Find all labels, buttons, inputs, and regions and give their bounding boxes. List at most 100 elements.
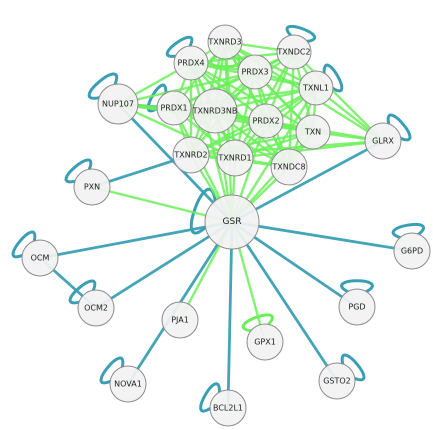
node-circle-ocm[interactable] bbox=[21, 239, 59, 277]
node-prdx3[interactable]: PRDX3 bbox=[237, 54, 273, 90]
edge-gsr-g6pd bbox=[230, 220, 414, 253]
node-circle-prdx2[interactable] bbox=[248, 103, 284, 139]
node-label-gpx1: GPX1 bbox=[254, 338, 276, 347]
self-loop-pxn bbox=[64, 158, 93, 184]
self-loop-txndc2 bbox=[285, 24, 317, 43]
node-txn[interactable]: TXN bbox=[295, 114, 331, 150]
edge-txn-txnrd2 bbox=[189, 130, 315, 157]
edge-nup107-txnrd1 bbox=[116, 102, 237, 160]
node-label-prdx1: PRDX1 bbox=[160, 104, 187, 113]
self-loop-bcl2l1 bbox=[199, 382, 221, 413]
node-label-nup107: NUP107 bbox=[102, 100, 134, 109]
node-circle-ocm2[interactable] bbox=[77, 289, 115, 327]
node-txndc8[interactable]: TXNDC8 bbox=[270, 148, 308, 186]
edge-glrx-txndc2 bbox=[292, 50, 385, 143]
node-pja1[interactable]: PJA1 bbox=[161, 301, 199, 339]
node-label-ocm2: OCM2 bbox=[84, 304, 108, 313]
node-circle-glrx[interactable] bbox=[364, 122, 402, 160]
node-label-prdx3: PRDX3 bbox=[241, 68, 268, 77]
node-circle-pja1[interactable] bbox=[161, 301, 199, 339]
node-label-g6pd: G6PD bbox=[401, 247, 423, 256]
node-circle-nova1[interactable] bbox=[109, 365, 147, 403]
node-circle-txnrd3[interactable] bbox=[207, 24, 243, 60]
node-label-txn: TXN bbox=[304, 128, 321, 137]
self-loop-glrx bbox=[386, 113, 412, 142]
node-gsto2[interactable]: GSTO2 bbox=[318, 362, 356, 400]
node-label-bcl2l1: BCL2L1 bbox=[213, 404, 243, 413]
self-loop-gpx1 bbox=[241, 313, 274, 333]
node-label-txndc8: TXNDC8 bbox=[271, 163, 305, 172]
self-loop-nup107 bbox=[87, 72, 119, 100]
node-circle-prdx1[interactable] bbox=[156, 90, 192, 126]
node-circle-txn[interactable] bbox=[295, 114, 331, 150]
node-txnrd3[interactable]: TXNRD3 bbox=[207, 24, 243, 60]
self-loop-txnl1 bbox=[322, 63, 344, 93]
node-circle-gsr[interactable] bbox=[204, 194, 260, 250]
node-label-txnrd3nb: TXNRD3NB bbox=[192, 107, 238, 116]
node-circle-txnrd3nb[interactable] bbox=[192, 88, 238, 134]
node-g6pd[interactable]: G6PD bbox=[393, 232, 431, 270]
edge-gsr-txnrd3 bbox=[223, 40, 234, 224]
node-glrx[interactable]: GLRX bbox=[364, 122, 402, 160]
node-label-pxn: PXN bbox=[84, 183, 100, 192]
node-label-pja1: PJA1 bbox=[171, 316, 189, 325]
node-circle-txnrd1[interactable] bbox=[216, 139, 254, 177]
node-circle-pgd[interactable] bbox=[338, 288, 376, 326]
node-label-txndc2: TXNDC2 bbox=[276, 48, 310, 57]
node-pxn[interactable]: PXN bbox=[73, 168, 111, 206]
edge-gsr-gsto2 bbox=[230, 220, 339, 383]
node-label-ocm: OCM bbox=[31, 254, 50, 263]
node-circle-prdx3[interactable] bbox=[237, 54, 273, 90]
node-txndc2[interactable]: TXNDC2 bbox=[276, 34, 312, 70]
node-txnrd2[interactable]: TXNRD2 bbox=[172, 136, 210, 174]
node-prdx4[interactable]: PRDX4 bbox=[173, 45, 209, 81]
node-label-txnl1: TXNL1 bbox=[302, 84, 329, 93]
node-circle-txndc8[interactable] bbox=[270, 148, 308, 186]
node-label-glrx: GLRX bbox=[372, 137, 394, 146]
node-label-prdx4: PRDX4 bbox=[177, 59, 204, 68]
node-label-txnrd2: TXNRD2 bbox=[173, 151, 207, 160]
node-circle-nup107[interactable] bbox=[97, 83, 139, 125]
node-pgd[interactable]: PGD bbox=[338, 288, 376, 326]
node-txnl1[interactable]: TXNL1 bbox=[298, 70, 334, 106]
edge-gsr-ocm bbox=[38, 220, 234, 260]
node-circle-gpx1[interactable] bbox=[246, 323, 284, 361]
edge-nup107-prdx3 bbox=[116, 70, 257, 106]
node-circle-g6pd[interactable] bbox=[393, 232, 431, 270]
self-loop-nova1 bbox=[99, 356, 125, 385]
self-loop-ocm bbox=[11, 230, 37, 259]
node-label-gsto2: GSTO2 bbox=[323, 377, 351, 386]
node-circle-gsto2[interactable] bbox=[318, 362, 356, 400]
node-circle-txnl1[interactable] bbox=[298, 70, 334, 106]
node-circle-txndc2[interactable] bbox=[276, 34, 312, 70]
node-label-txnrd1: TXNRD1 bbox=[217, 154, 251, 163]
node-gsr[interactable]: GSR bbox=[204, 194, 260, 250]
edge-gsr-bcl2l1 bbox=[226, 220, 234, 410]
node-nova1[interactable]: NOVA1 bbox=[109, 365, 147, 403]
node-gpx1[interactable]: GPX1 bbox=[246, 323, 284, 361]
node-prdx1[interactable]: PRDX1 bbox=[156, 90, 192, 126]
node-txnrd1[interactable]: TXNRD1 bbox=[216, 139, 254, 177]
node-txnrd3nb[interactable]: TXNRD3NB bbox=[192, 88, 238, 134]
self-loop-gsto2 bbox=[340, 353, 366, 382]
self-loop-g6pd bbox=[391, 223, 425, 240]
node-circle-bcl2l1[interactable] bbox=[209, 389, 247, 427]
node-prdx2[interactable]: PRDX2 bbox=[248, 103, 284, 139]
node-label-gsr: GSR bbox=[223, 217, 242, 227]
node-label-txnrd3: TXNRD3 bbox=[207, 38, 241, 47]
node-ocm[interactable]: OCM bbox=[21, 239, 59, 277]
self-loop-prdx4 bbox=[165, 35, 194, 58]
self-loop-ocm2 bbox=[68, 279, 97, 305]
node-circle-pxn[interactable] bbox=[73, 168, 111, 206]
node-bcl2l1[interactable]: BCL2L1 bbox=[209, 389, 247, 427]
node-circle-prdx4[interactable] bbox=[173, 45, 209, 81]
self-loops-layer bbox=[11, 24, 425, 413]
node-ocm2[interactable]: OCM2 bbox=[77, 289, 115, 327]
node-nup107[interactable]: NUP107 bbox=[97, 83, 139, 125]
node-circle-txnrd2[interactable] bbox=[172, 136, 210, 174]
self-loop-pgd bbox=[340, 279, 374, 294]
node-label-prdx2: PRDX2 bbox=[252, 117, 279, 126]
node-label-pgd: PGD bbox=[348, 303, 365, 312]
